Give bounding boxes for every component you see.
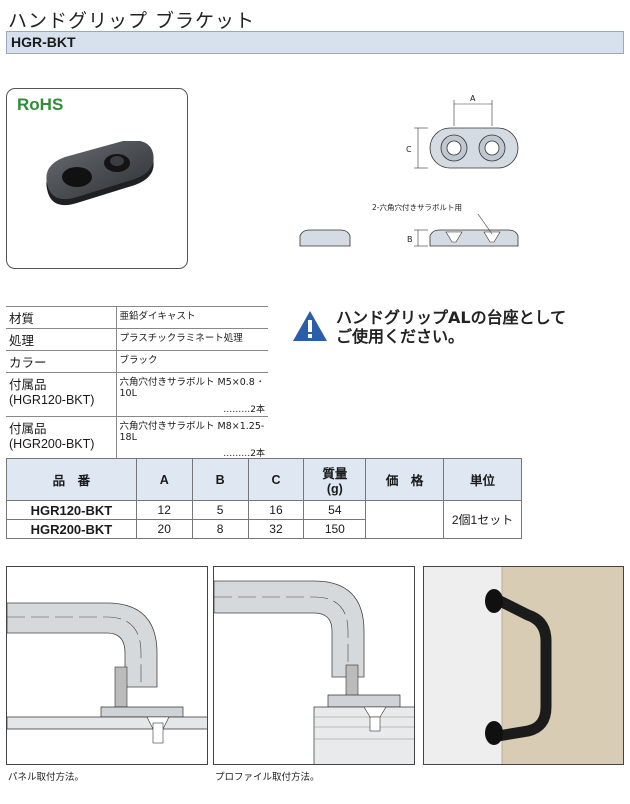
header-code: 品 番 (6, 458, 137, 501)
cell-c: 16 (247, 500, 305, 520)
cell-a: 12 (135, 500, 193, 520)
notice-text: ハンドグリップALの台座として ご使用ください。 (336, 308, 566, 346)
product-photo-frame: RoHS (6, 88, 188, 269)
spec-row: 付属品 (HGR200-BKT) 六角穴付きサラボルト M8×1.25-18L … (6, 416, 268, 461)
spec-value: 六角穴付きサラボルト M5×0.8 ･10L ………2本 (115, 372, 268, 417)
table-row: HGR120-BKT 12 5 16 54 2個1セット (6, 500, 522, 539)
handle-photo-drawing (424, 567, 623, 764)
cell-c: 32 (247, 519, 305, 539)
spec-value: プラスチックラミネート処理 (115, 328, 268, 351)
header-mass: 質量 (g) (303, 458, 367, 501)
spec-row: 処理 プラスチックラミネート処理 (6, 328, 268, 351)
notice-line1: ハンドグリップALの台座として (336, 308, 567, 327)
spec-value-text: 六角穴付きサラボルト M8×1.25-18L (119, 421, 265, 443)
cell-b: 8 (191, 519, 249, 539)
caption-profile: プロファイル取付方法。 (215, 772, 320, 783)
spec-value: 六角穴付きサラボルト M8×1.25-18L ………2本 (115, 416, 268, 461)
cell-code: HGR200-BKT (6, 519, 137, 539)
spec-table: 材質 亜鉛ダイキャスト 処理 プラスチックラミネート処理 カラー ブラック 付属… (6, 306, 268, 461)
warning-icon (293, 311, 327, 341)
page-title: ハンドグリップ ブラケット (8, 10, 256, 32)
profile-mount-illustration (213, 566, 415, 765)
spec-key: 処理 (6, 328, 116, 351)
spec-key-line2: (HGR200-BKT) (9, 437, 95, 451)
cell-price (365, 500, 445, 539)
spec-key: 付属品 (HGR120-BKT) (6, 372, 116, 417)
spec-key-line1: 付属品 (9, 422, 47, 436)
spec-key: カラー (6, 350, 116, 373)
spec-row: カラー ブラック (6, 350, 268, 373)
header-unit: 単位 (443, 458, 522, 501)
panel-mount-illustration (6, 566, 208, 765)
caption-panel: パネル取付方法。 (8, 772, 85, 783)
spec-value: 亜鉛ダイキャスト (115, 306, 268, 329)
header-price: 価 格 (365, 458, 445, 501)
table-row: HGR200-BKT 20 8 32 150 (6, 519, 522, 539)
product-code-bar: HGR-BKT (6, 31, 624, 54)
spec-qty: ………2本 (223, 405, 265, 415)
price-table-header: 品 番 A B C 質量 (g) 価 格 単位 (6, 458, 522, 501)
spec-row: 付属品 (HGR120-BKT) 六角穴付きサラボルト M5×0.8 ･10L … (6, 372, 268, 417)
product-code: HGR-BKT (11, 34, 76, 50)
price-table: 品 番 A B C 質量 (g) 価 格 単位 HGR120-BKT 12 5 … (6, 458, 522, 539)
cell-code: HGR120-BKT (6, 500, 137, 520)
spec-value: ブラック (115, 350, 268, 373)
spec-key: 材質 (6, 306, 116, 329)
spec-qty: ………2本 (223, 449, 265, 459)
notice-line2: ご使用ください。 (336, 327, 465, 346)
drawing-note: 2-六角穴付きサラボルト用 (372, 202, 462, 212)
dim-a-label: A (470, 94, 476, 103)
technical-drawing: A C B 2-六角穴付きサラボルト用 (299, 94, 519, 247)
spec-value-text: 六角穴付きサラボルト M5×0.8 ･10L (119, 377, 263, 399)
cell-mass: 54 (303, 500, 367, 520)
cell-mass: 150 (303, 519, 367, 539)
cell-unit: 2個1セット (443, 500, 522, 539)
bracket-photo (46, 141, 154, 206)
spec-row: 材質 亜鉛ダイキャスト (6, 306, 268, 329)
dim-c-label: C (406, 145, 412, 154)
header-a: A (135, 458, 193, 501)
spec-key: 付属品 (HGR200-BKT) (6, 416, 116, 461)
header-mass-label: 質量 (322, 467, 348, 481)
header-c: C (247, 458, 305, 501)
spec-key-line2: (HGR120-BKT) (9, 393, 95, 407)
spec-key-line1: 付属品 (9, 378, 47, 392)
profile-mount-drawing (214, 580, 414, 764)
handle-photo (423, 566, 624, 765)
cell-b: 5 (191, 500, 249, 520)
cell-a: 20 (135, 519, 193, 539)
dim-b-label: B (407, 235, 413, 244)
rohs-badge: RoHS (17, 95, 64, 114)
header-mass-unit: (g) (326, 482, 343, 496)
header-b: B (191, 458, 249, 501)
panel-mount-drawing (7, 602, 207, 744)
